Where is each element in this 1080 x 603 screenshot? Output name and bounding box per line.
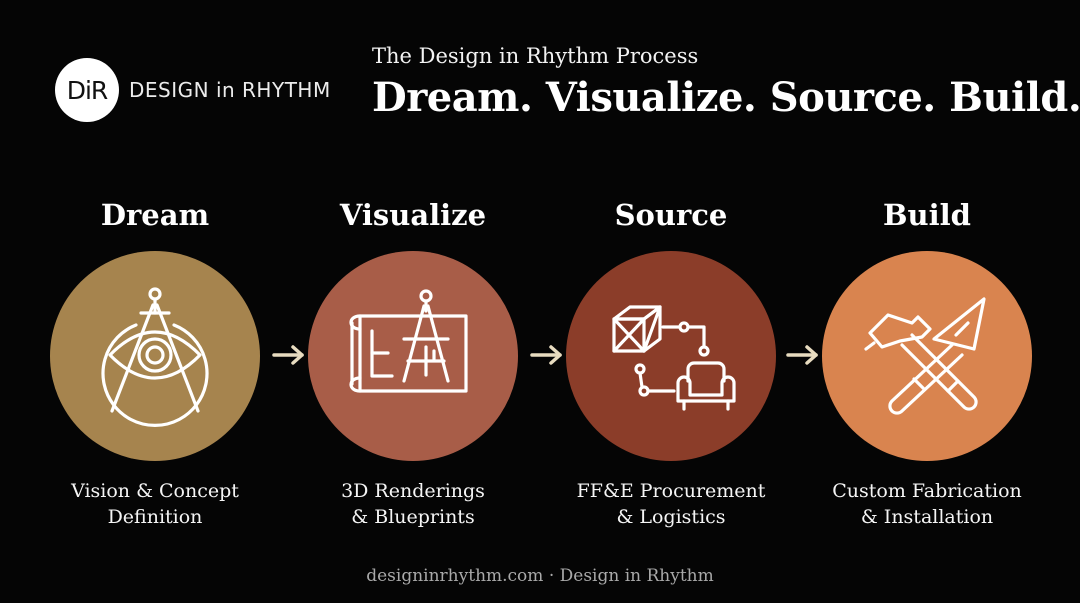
step-description: FF&E Procurement & Logistics bbox=[556, 478, 786, 530]
arrow-right-icon bbox=[786, 344, 820, 370]
desc-line-1: Vision & Concept bbox=[71, 480, 239, 502]
arrow-right-icon bbox=[272, 344, 306, 370]
compass-eye-icon bbox=[101, 287, 209, 428]
step-description: 3D Renderings & Blueprints bbox=[298, 478, 528, 530]
logo: DiR DESIGN in RHYTHM bbox=[55, 58, 331, 122]
step-circle bbox=[50, 251, 260, 461]
arrow-right-icon bbox=[530, 344, 564, 370]
logo-text: DESIGN in RHYTHM bbox=[129, 78, 331, 102]
logo-mark: DiR bbox=[55, 58, 119, 122]
desc-line-1: 3D Renderings bbox=[341, 480, 485, 502]
step-name: Dream bbox=[100, 198, 210, 232]
blueprint-compass-icon bbox=[349, 289, 468, 393]
subtitle: The Design in Rhythm Process bbox=[372, 44, 699, 68]
header: The Design in Rhythm Process Dream. Visu… bbox=[372, 44, 1080, 121]
step-circle bbox=[822, 251, 1032, 461]
page-title: Dream. Visualize. Source. Build. bbox=[372, 74, 1080, 121]
desc-line-2: & Blueprints bbox=[351, 506, 475, 528]
desc-line-2: & Installation bbox=[860, 506, 994, 528]
step-name: Build bbox=[883, 198, 971, 232]
step-description: Vision & Concept Definition bbox=[40, 478, 270, 530]
step-name: Source bbox=[614, 198, 728, 232]
crate-armchair-icon bbox=[612, 305, 736, 411]
desc-line-2: Definition bbox=[107, 506, 203, 528]
desc-line-1: Custom Fabrication bbox=[832, 480, 1022, 502]
step-name: Visualize bbox=[339, 198, 487, 232]
desc-line-1: FF&E Procurement bbox=[576, 480, 766, 502]
step-circle bbox=[308, 251, 518, 461]
step-circle bbox=[566, 251, 776, 461]
hammer-trowel-icon bbox=[864, 297, 986, 415]
footer: designinrhythm.com · Design in Rhythm bbox=[366, 566, 714, 586]
desc-line-2: & Logistics bbox=[616, 506, 726, 528]
step-description: Custom Fabrication & Installation bbox=[812, 478, 1042, 530]
